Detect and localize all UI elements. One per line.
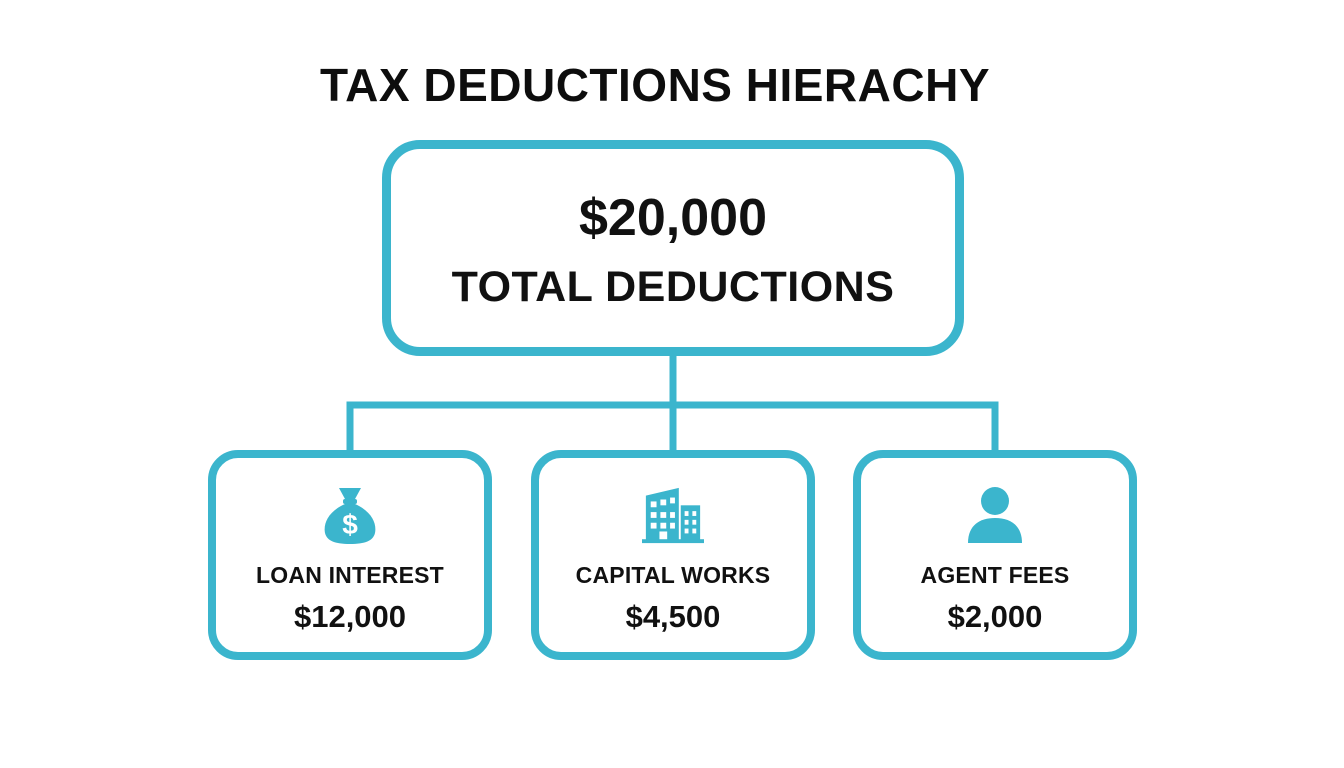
building-icon <box>642 484 704 546</box>
capital-works-node: CAPITAL WORKS $4,500 <box>531 450 815 660</box>
agent-fees-node: AGENT FEES $2,000 <box>853 450 1137 660</box>
agent-fees-label: AGENT FEES <box>920 562 1070 588</box>
loan-interest-value: $12,000 <box>293 599 407 634</box>
diagram-title: TAX DEDUCTIONS HIERACHY <box>319 59 990 111</box>
agent-fees-value: $2,000 <box>947 599 1043 634</box>
total-deductions-label: TOTAL DEDUCTIONS <box>451 262 895 311</box>
money-bag-icon: $ <box>319 484 381 546</box>
svg-text:$: $ <box>342 509 358 540</box>
capital-works-label: CAPITAL WORKS <box>575 562 771 588</box>
capital-works-value: $4,500 <box>625 599 721 634</box>
person-icon <box>964 484 1026 546</box>
total-deductions-value: $20,000 <box>579 188 767 247</box>
total-deductions-node: $20,000 TOTAL DEDUCTIONS <box>382 140 964 356</box>
loan-interest-node: $ LOAN INTEREST $12,000 <box>208 450 492 660</box>
loan-interest-label: LOAN INTEREST <box>256 562 444 588</box>
